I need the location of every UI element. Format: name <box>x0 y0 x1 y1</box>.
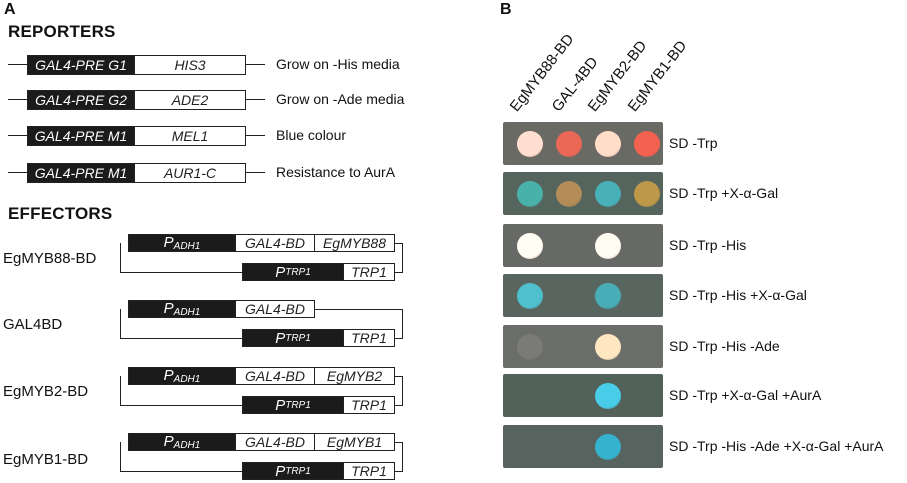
reporter-promoter: GAL4-PRE G2 <box>27 90 135 110</box>
yeast-spot <box>595 131 621 157</box>
trp1-marker-box: TRP1 <box>343 396 395 414</box>
yeast-spot <box>556 434 582 460</box>
reporter-description: Resistance to AurA <box>276 164 396 180</box>
gal4-bd-box: GAL4-BD <box>235 367 315 385</box>
yeast-spot <box>634 233 660 259</box>
yeast-spot <box>595 283 621 309</box>
yeast-spot <box>556 181 582 207</box>
condition-label: SD -Trp +X-α-Gal <box>669 185 779 201</box>
reporter-promoter: GAL4-PRE M1 <box>27 126 135 146</box>
yeast-spot <box>595 383 621 409</box>
agar-plate <box>503 224 663 267</box>
effector-name: EgMYB2-BD <box>3 383 89 400</box>
yeast-spot <box>634 434 660 460</box>
trp1-marker-box: TRP1 <box>343 263 395 281</box>
agar-plate <box>503 425 663 468</box>
yeast-spot <box>517 181 543 207</box>
panel-b-letter: B <box>500 1 512 18</box>
fusion-gene-box: EgMYB1 <box>314 433 395 451</box>
reporter-gene: AUR1-C <box>134 163 246 183</box>
yeast-spot <box>634 334 660 360</box>
yeast-spot <box>595 434 621 460</box>
promoter-padh1: PADH1 <box>128 367 236 385</box>
promoter-padh1: PADH1 <box>128 433 236 451</box>
yeast-spot <box>517 383 543 409</box>
promoter-padh1: PADH1 <box>128 300 236 318</box>
promoter-padh1: PADH1 <box>128 234 236 252</box>
yeast-spot <box>517 434 543 460</box>
yeast-spot <box>634 383 660 409</box>
gal4-bd-box: GAL4-BD <box>235 300 315 318</box>
panel-a-letter: A <box>4 1 16 18</box>
yeast-spot <box>634 283 660 309</box>
yeast-spot <box>634 131 660 157</box>
yeast-spot <box>517 233 543 259</box>
yeast-spot <box>556 131 582 157</box>
yeast-spot <box>556 383 582 409</box>
condition-label: SD -Trp -His -Ade <box>669 338 780 354</box>
effector-name: EgMYB1-BD <box>3 451 89 468</box>
reporter-promoter: GAL4-PRE G1 <box>27 55 135 75</box>
fusion-gene-box: EgMYB2 <box>314 367 395 385</box>
reporter-description: Grow on -His media <box>276 56 400 72</box>
yeast-spot <box>517 283 543 309</box>
condition-label: SD -Trp +X-α-Gal +AurA <box>669 387 822 403</box>
yeast-spot <box>556 334 582 360</box>
reporter-description: Blue colour <box>276 127 347 143</box>
effector-name: GAL4BD <box>3 316 63 333</box>
agar-plate <box>503 374 663 417</box>
trp1-marker-box: TRP1 <box>343 462 395 480</box>
reporter-gene: MEL1 <box>134 126 246 146</box>
reporter-description: Grow on -Ade media <box>276 91 405 107</box>
yeast-spot <box>595 334 621 360</box>
yeast-spot <box>634 181 660 207</box>
gal4-bd-box: GAL4-BD <box>235 433 315 451</box>
agar-plate <box>503 172 663 215</box>
yeast-spot <box>595 233 621 259</box>
condition-label: SD -Trp -His +X-α-Gal <box>669 287 807 303</box>
agar-plate <box>503 325 663 368</box>
trp1-marker-box: TRP1 <box>343 329 395 347</box>
yeast-spot <box>556 233 582 259</box>
condition-label: SD -Trp -His -Ade +X-α-Gal +AurA <box>669 438 884 454</box>
yeast-spot <box>595 181 621 207</box>
condition-label: SD -Trp <box>669 135 718 151</box>
agar-plate <box>503 274 663 317</box>
fusion-gene-box: EgMYB88 <box>314 234 395 252</box>
condition-label: SD -Trp -His <box>669 237 747 253</box>
reporters-title: REPORTERS <box>8 22 116 41</box>
agar-plate <box>503 122 663 165</box>
yeast-spot <box>517 334 543 360</box>
yeast-spot <box>556 283 582 309</box>
reporter-gene: ADE2 <box>134 90 246 110</box>
yeast-spot <box>517 131 543 157</box>
effectors-title: EFFECTORS <box>8 204 113 223</box>
effector-name: EgMYB88-BD <box>3 250 97 267</box>
reporter-gene: HIS3 <box>134 55 246 75</box>
reporter-promoter: GAL4-PRE M1 <box>27 163 135 183</box>
gal4-bd-box: GAL4-BD <box>235 234 315 252</box>
